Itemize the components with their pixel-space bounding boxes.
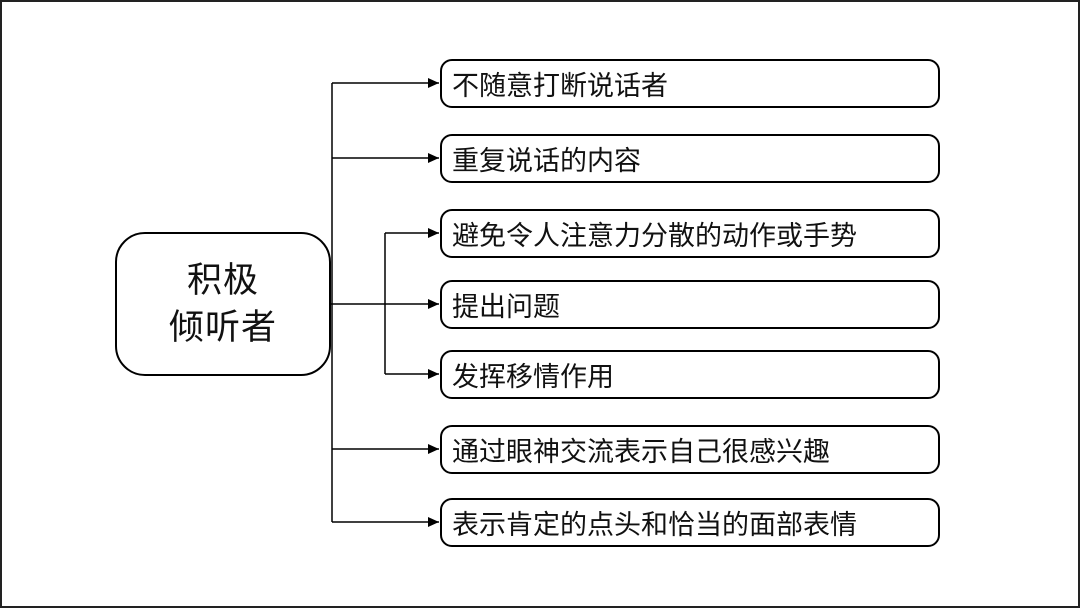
root-node: 积极 倾听者 xyxy=(115,232,331,376)
branch-box-4: 提出问题 xyxy=(440,279,940,329)
branch-box-6: 通过眼神交流表示自己很感兴趣 xyxy=(440,424,940,474)
branch-label: 不随意打断说话者 xyxy=(452,70,668,101)
branch-box-7: 表示肯定的点头和恰当的面部表情 xyxy=(440,497,940,547)
branch-label: 通过眼神交流表示自己很感兴趣 xyxy=(452,436,830,467)
branch-box-5: 发挥移情作用 xyxy=(440,349,940,399)
root-node-label-line1: 积极 xyxy=(186,261,259,300)
branch-label: 提出问题 xyxy=(452,291,560,322)
branch-label: 表示肯定的点头和恰当的面部表情 xyxy=(452,509,857,540)
branch-label: 重复说话的内容 xyxy=(452,145,641,176)
root-node-label-line2: 倾听者 xyxy=(168,308,277,347)
branch-box-3: 避免令人注意力分散的动作或手势 xyxy=(440,208,940,258)
branch-box-2: 重复说话的内容 xyxy=(440,133,940,183)
branch-box-1: 不随意打断说话者 xyxy=(440,58,940,108)
branch-label: 发挥移情作用 xyxy=(452,361,614,392)
branch-label: 避免令人注意力分散的动作或手势 xyxy=(452,220,857,251)
